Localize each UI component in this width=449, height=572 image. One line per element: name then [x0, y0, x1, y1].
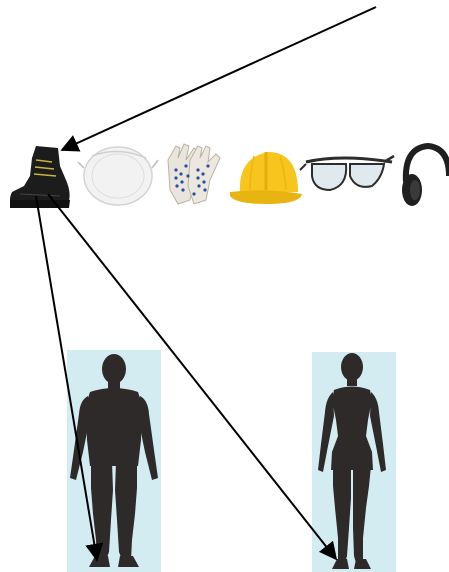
hard-hat-icon: [230, 152, 302, 204]
arrow-to-boot: [62, 7, 376, 150]
ear-protection-headphones-icon: [402, 146, 449, 206]
safety-boot-icon: [10, 146, 70, 208]
safety-goggles-icon: [300, 156, 394, 190]
work-gloves-icon: [168, 144, 220, 204]
dust-mask-icon: [78, 147, 158, 205]
